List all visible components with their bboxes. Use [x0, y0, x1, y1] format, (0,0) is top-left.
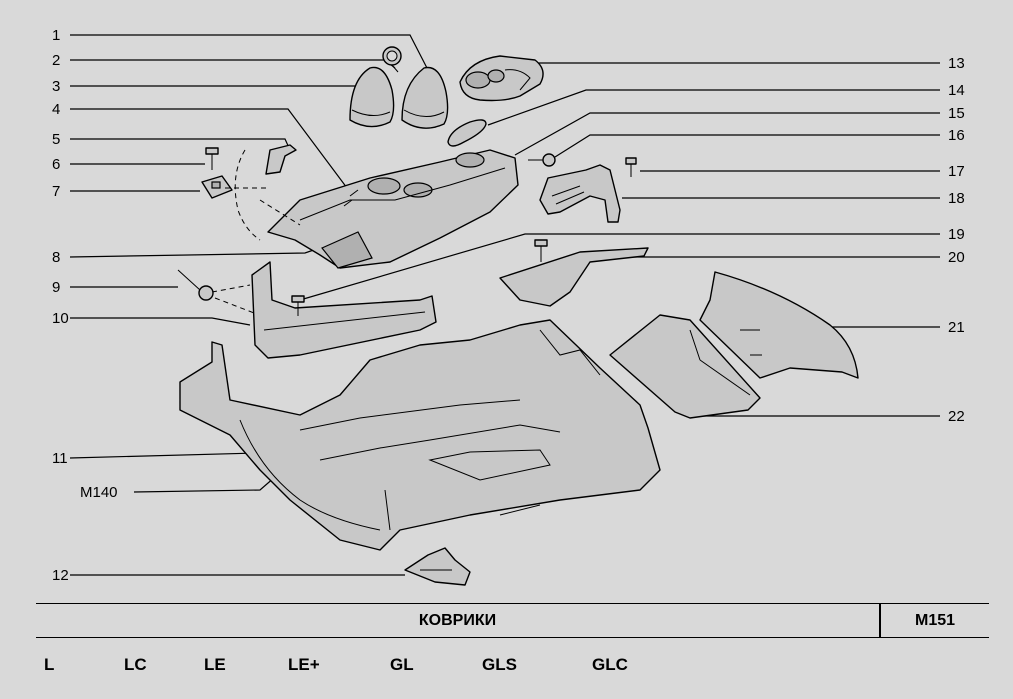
part-11-floor-carpet	[179, 319, 661, 551]
diagram-code: M151	[914, 612, 956, 629]
part-12-trim	[404, 547, 471, 586]
callout-1: 1	[52, 27, 60, 44]
callout-9: 9	[52, 279, 60, 296]
part-3-boots	[349, 66, 449, 129]
callout-12: 12	[52, 567, 69, 584]
callout-m140: M140	[80, 484, 118, 501]
part-9-screw	[177, 269, 214, 301]
callout-7: 7	[52, 183, 60, 200]
assembly-lines	[211, 149, 301, 317]
part-5-clip	[265, 144, 297, 175]
callout-17: 17	[948, 163, 965, 180]
part-19-screw	[291, 239, 548, 316]
diagram-title: КОВРИКИ	[418, 612, 497, 629]
title-divider	[879, 604, 881, 637]
leader-lines	[69, 34, 940, 576]
part-22-rear-mat	[609, 314, 761, 419]
part-20-trim	[499, 247, 649, 307]
part-17-bolt	[625, 157, 637, 177]
part-7-clip-nut	[201, 175, 233, 199]
left-callouts: 1 2 3 4 5 6 7 8 9 10 11 M140 12	[52, 27, 118, 584]
part-6-screw	[205, 147, 219, 170]
callout-15: 15	[948, 105, 965, 122]
parts-diagram: 1 2 3 4 5 6 7 8 9 10 11 M140 12 13 14 15…	[52, 27, 965, 586]
callout-4: 4	[52, 101, 60, 118]
variant-gl: GL	[390, 655, 414, 674]
callout-14: 14	[948, 82, 965, 99]
trim-variants: L LC LE LE+ GL GLS GLC	[0, 650, 1013, 680]
variant-le-plus: LE+	[288, 655, 320, 674]
part-13-armrest	[459, 55, 544, 102]
variant-gls: GLS	[482, 655, 517, 674]
callout-10: 10	[52, 310, 69, 327]
callout-13: 13	[948, 55, 965, 72]
callout-6: 6	[52, 156, 60, 173]
part-14-strip	[447, 119, 487, 147]
callout-19: 19	[948, 226, 965, 243]
callout-16: 16	[948, 127, 965, 144]
callout-2: 2	[52, 52, 60, 69]
part-21-trunk-mat	[699, 271, 859, 379]
part-16-screw	[528, 153, 556, 167]
callout-5: 5	[52, 131, 60, 148]
part-4-center-console	[267, 149, 519, 269]
callout-18: 18	[948, 190, 965, 207]
variant-le: LE	[204, 655, 226, 674]
variant-lc: LC	[124, 655, 147, 674]
callout-3: 3	[52, 78, 60, 95]
callout-11: 11	[52, 450, 68, 467]
callout-21: 21	[948, 319, 965, 336]
callout-8: 8	[52, 249, 60, 266]
callout-22: 22	[948, 408, 965, 425]
variant-l: L	[44, 655, 55, 674]
part-10-sill-plate	[251, 261, 437, 359]
part-18-bracket	[539, 164, 621, 223]
title-bar: КОВРИКИ M151	[36, 603, 989, 638]
callout-20: 20	[948, 249, 965, 266]
right-callouts: 13 14 15 16 17 18 19 20 21 22	[948, 55, 965, 425]
variant-glc: GLC	[592, 655, 628, 674]
part-2-ring	[382, 46, 402, 73]
